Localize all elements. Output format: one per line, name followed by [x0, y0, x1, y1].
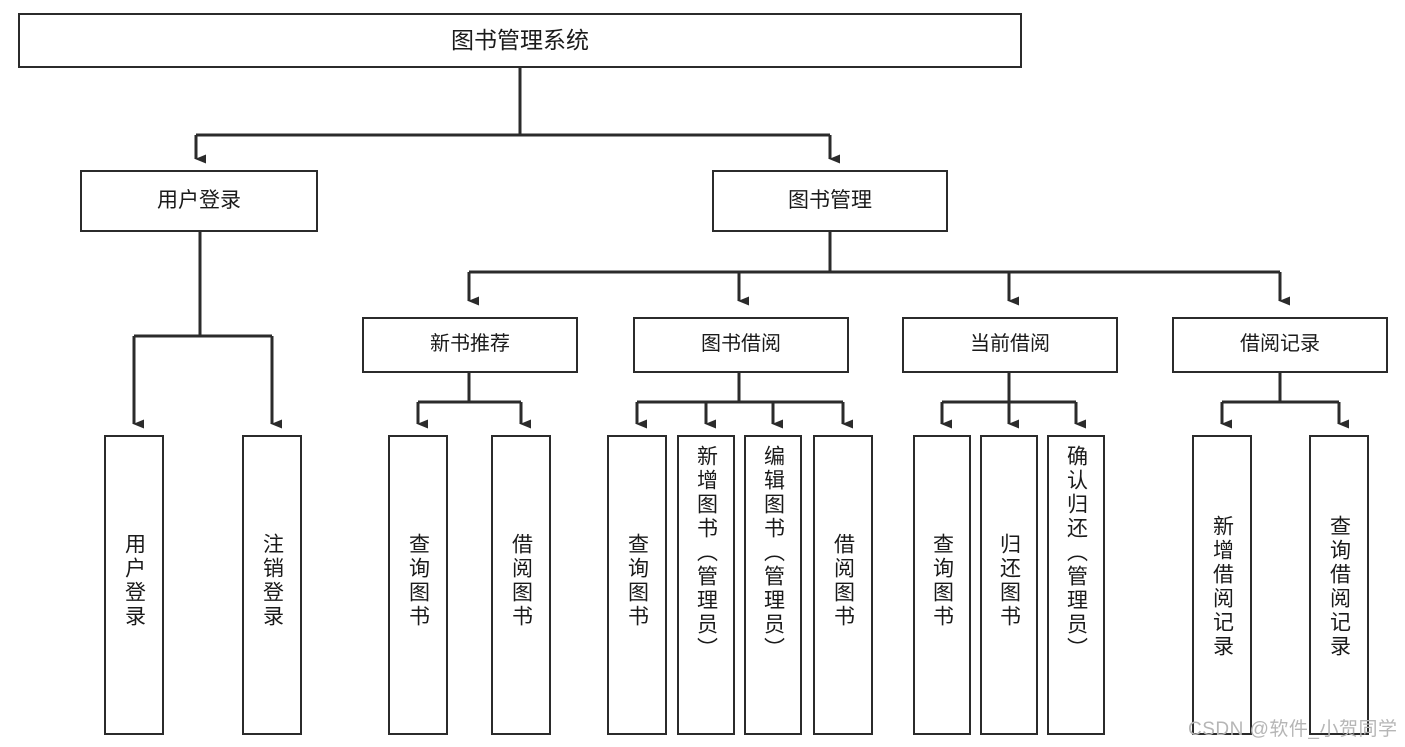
node-user-login[interactable]: 用户登录 — [80, 170, 318, 232]
node-label: 图书管理系统 — [451, 26, 589, 53]
node-label: 新增图书（管理员） — [694, 445, 718, 661]
node-label: 新书推荐 — [430, 333, 510, 356]
leaf-user-login-login[interactable]: 用户登录 — [104, 435, 164, 735]
node-label: 当前借阅 — [970, 333, 1050, 356]
node-label: 借阅图书 — [509, 533, 533, 629]
node-label: 查询图书 — [406, 533, 430, 629]
node-label: 借阅记录 — [1240, 333, 1320, 356]
node-new-book-recommendation[interactable]: 新书推荐 — [362, 317, 578, 373]
watermark-text: CSDN @软件_小贺同学 — [1188, 719, 1398, 740]
leaf-current-query-books[interactable]: 查询图书 — [913, 435, 971, 735]
node-label: 用户登录 — [122, 533, 146, 629]
node-label: 借阅图书 — [831, 533, 855, 629]
node-book-borrowing[interactable]: 图书借阅 — [633, 317, 849, 373]
leaf-record-add-borrow-record[interactable]: 新增借阅记录 — [1192, 435, 1252, 735]
node-borrowing-records[interactable]: 借阅记录 — [1172, 317, 1388, 373]
leaf-new-book-query-books[interactable]: 查询图书 — [388, 435, 448, 735]
node-label: 编辑图书（管理员） — [761, 445, 785, 661]
leaf-new-book-borrow-books[interactable]: 借阅图书 — [491, 435, 551, 735]
node-label: 归还图书 — [997, 533, 1021, 629]
node-book-management[interactable]: 图书管理 — [712, 170, 948, 232]
node-label: 查询图书 — [930, 533, 954, 629]
node-label: 图书借阅 — [701, 333, 781, 356]
node-label: 查询图书 — [625, 533, 649, 629]
leaf-record-query-borrow-record[interactable]: 查询借阅记录 — [1309, 435, 1369, 735]
leaf-borrow-query-books[interactable]: 查询图书 — [607, 435, 667, 735]
node-root-book-management-system[interactable]: 图书管理系统 — [18, 13, 1022, 68]
leaf-borrow-add-book-admin[interactable]: 新增图书（管理员） — [677, 435, 735, 735]
leaf-current-return-books[interactable]: 归还图书 — [980, 435, 1038, 735]
node-label: 用户登录 — [157, 188, 241, 212]
node-label: 注销登录 — [260, 533, 284, 629]
node-label: 图书管理 — [788, 188, 872, 212]
leaf-borrow-edit-book-admin[interactable]: 编辑图书（管理员） — [744, 435, 802, 735]
leaf-user-login-logout[interactable]: 注销登录 — [242, 435, 302, 735]
leaf-current-confirm-return-admin[interactable]: 确认归还（管理员） — [1047, 435, 1105, 735]
node-label: 新增借阅记录 — [1210, 515, 1234, 659]
leaf-borrow-borrow-books[interactable]: 借阅图书 — [813, 435, 873, 735]
node-label: 确认归还（管理员） — [1064, 445, 1088, 661]
node-label: 查询借阅记录 — [1327, 515, 1351, 659]
node-current-borrowing[interactable]: 当前借阅 — [902, 317, 1118, 373]
